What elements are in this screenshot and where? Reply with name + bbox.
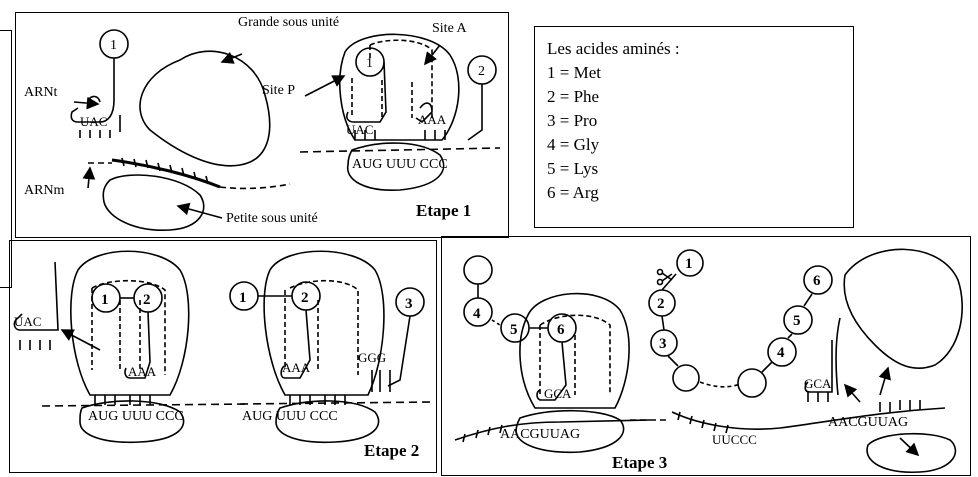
legend-title: Les acides aminés : <box>547 39 680 58</box>
aa-circle-free-top <box>463 255 493 285</box>
panel-etape-2 <box>9 240 437 473</box>
aa-label-5-chain: 5 <box>793 313 801 329</box>
label-grande-sous-unite: Grande sous unité <box>238 15 339 30</box>
ribosome-large-etape3 <box>519 292 630 409</box>
ribosome-large-etape2a <box>70 250 190 396</box>
codons-etape2b: AUG UUU CCC <box>242 409 338 424</box>
anticodon-site-p: UAC <box>346 122 373 137</box>
anticodon-p-etape2b: AAA <box>282 360 311 375</box>
aa-label-3-chain: 3 <box>659 336 667 352</box>
stage-label-etape-2: Etape 2 <box>364 441 419 460</box>
aa-circle-free-chain <box>672 364 700 392</box>
aa-label-2-etape2a: 2 <box>143 292 151 308</box>
mrna-right-etape3: AACGUUAG <box>828 415 908 430</box>
aa-circle-6-chain <box>803 265 833 295</box>
ribosome-small-etape2b <box>275 400 380 444</box>
codons-etape2a: AUG UUU CCC <box>88 409 184 424</box>
aa-label-1-free: 1 <box>110 38 117 53</box>
aa-label-1-etape2a: 1 <box>101 292 109 308</box>
anticodon-site-a: AAA <box>418 112 447 127</box>
anticodon-etape2a: AAA <box>128 364 157 379</box>
left-edge-frame <box>0 30 12 288</box>
ribosome-large-etape1 <box>339 33 460 141</box>
panel-etape-3 <box>441 236 971 476</box>
released-trna-etape3 <box>804 317 841 396</box>
small-subunit-free <box>102 174 205 231</box>
legend-item-arg: 6 = Arg <box>547 183 599 202</box>
released-large-subunit <box>843 248 963 370</box>
aa-label-3-etape2b: 3 <box>405 296 413 312</box>
amino-acid-legend: Les acides aminés : 1 = Met 2 = Phe 3 = … <box>534 26 854 228</box>
label-petite-sous-unite: Petite sous unité <box>226 211 318 226</box>
legend-item-lys: 5 = Lys <box>547 159 599 178</box>
anticodon-free-trna: UAC <box>80 114 107 129</box>
aa-circle-4-chain <box>767 337 797 367</box>
legend-item-gly: 4 = Gly <box>547 135 600 154</box>
aa-circle-chain-x <box>737 368 767 398</box>
aa-circle-5-chain <box>783 305 813 335</box>
mrna-mid-etape3: UUCCC <box>712 432 757 447</box>
label-arnm: ARNm <box>24 183 65 198</box>
stage-label-etape-3: Etape 3 <box>612 453 667 472</box>
ribosome-small-etape3 <box>515 409 625 454</box>
released-small-subunit <box>866 432 957 473</box>
released-trna <box>13 261 59 331</box>
codons-etape1: AUG UUU CCC <box>352 157 448 172</box>
aa-label-1-site-p: 1 <box>366 56 373 71</box>
ribosome-large-etape2b <box>263 250 385 396</box>
large-subunit-free <box>139 50 271 167</box>
aa-label-4-etape3: 4 <box>473 306 481 322</box>
ribosome-small-etape1 <box>347 142 445 191</box>
legend-item-phe: 2 = Phe <box>547 87 600 106</box>
aa-circle-1-chain <box>676 249 704 277</box>
aa-label-1-chain: 1 <box>685 256 693 272</box>
aa-label-4-chain: 4 <box>777 345 785 361</box>
label-arnt: ARNt <box>24 85 58 100</box>
aa-label-6-chain: 6 <box>813 273 821 289</box>
scissors-icon <box>656 268 673 286</box>
aa-label-6-etape3: 6 <box>557 322 565 338</box>
label-site-p: Site P <box>262 83 295 98</box>
aa-label-2-incoming: 2 <box>478 64 485 79</box>
aa-label-5-etape3: 5 <box>510 322 518 338</box>
aa-label-1-etape2b: 1 <box>239 290 247 306</box>
anticodon-etape3: GCA <box>544 386 572 401</box>
legend-item-pro: 3 = Pro <box>547 111 598 130</box>
released-trna-anticodon: UAC <box>14 314 41 329</box>
panel-etape-1 <box>15 12 509 238</box>
mrna-left-etape3: AACGUUAG <box>500 427 580 442</box>
ribosome-small-etape2a <box>79 400 185 444</box>
label-site-a: Site A <box>432 21 468 36</box>
legend-item-met: 1 = Met <box>547 63 601 82</box>
anticodon-a-etape2b: GGG <box>358 350 386 365</box>
stage-label-etape-1: Etape 1 <box>416 201 471 220</box>
free-anticodon-etape3: GCA <box>804 376 832 391</box>
aa-label-2-chain: 2 <box>657 296 665 312</box>
trna-free <box>70 58 115 123</box>
aa-label-2-etape2b: 2 <box>301 290 309 306</box>
